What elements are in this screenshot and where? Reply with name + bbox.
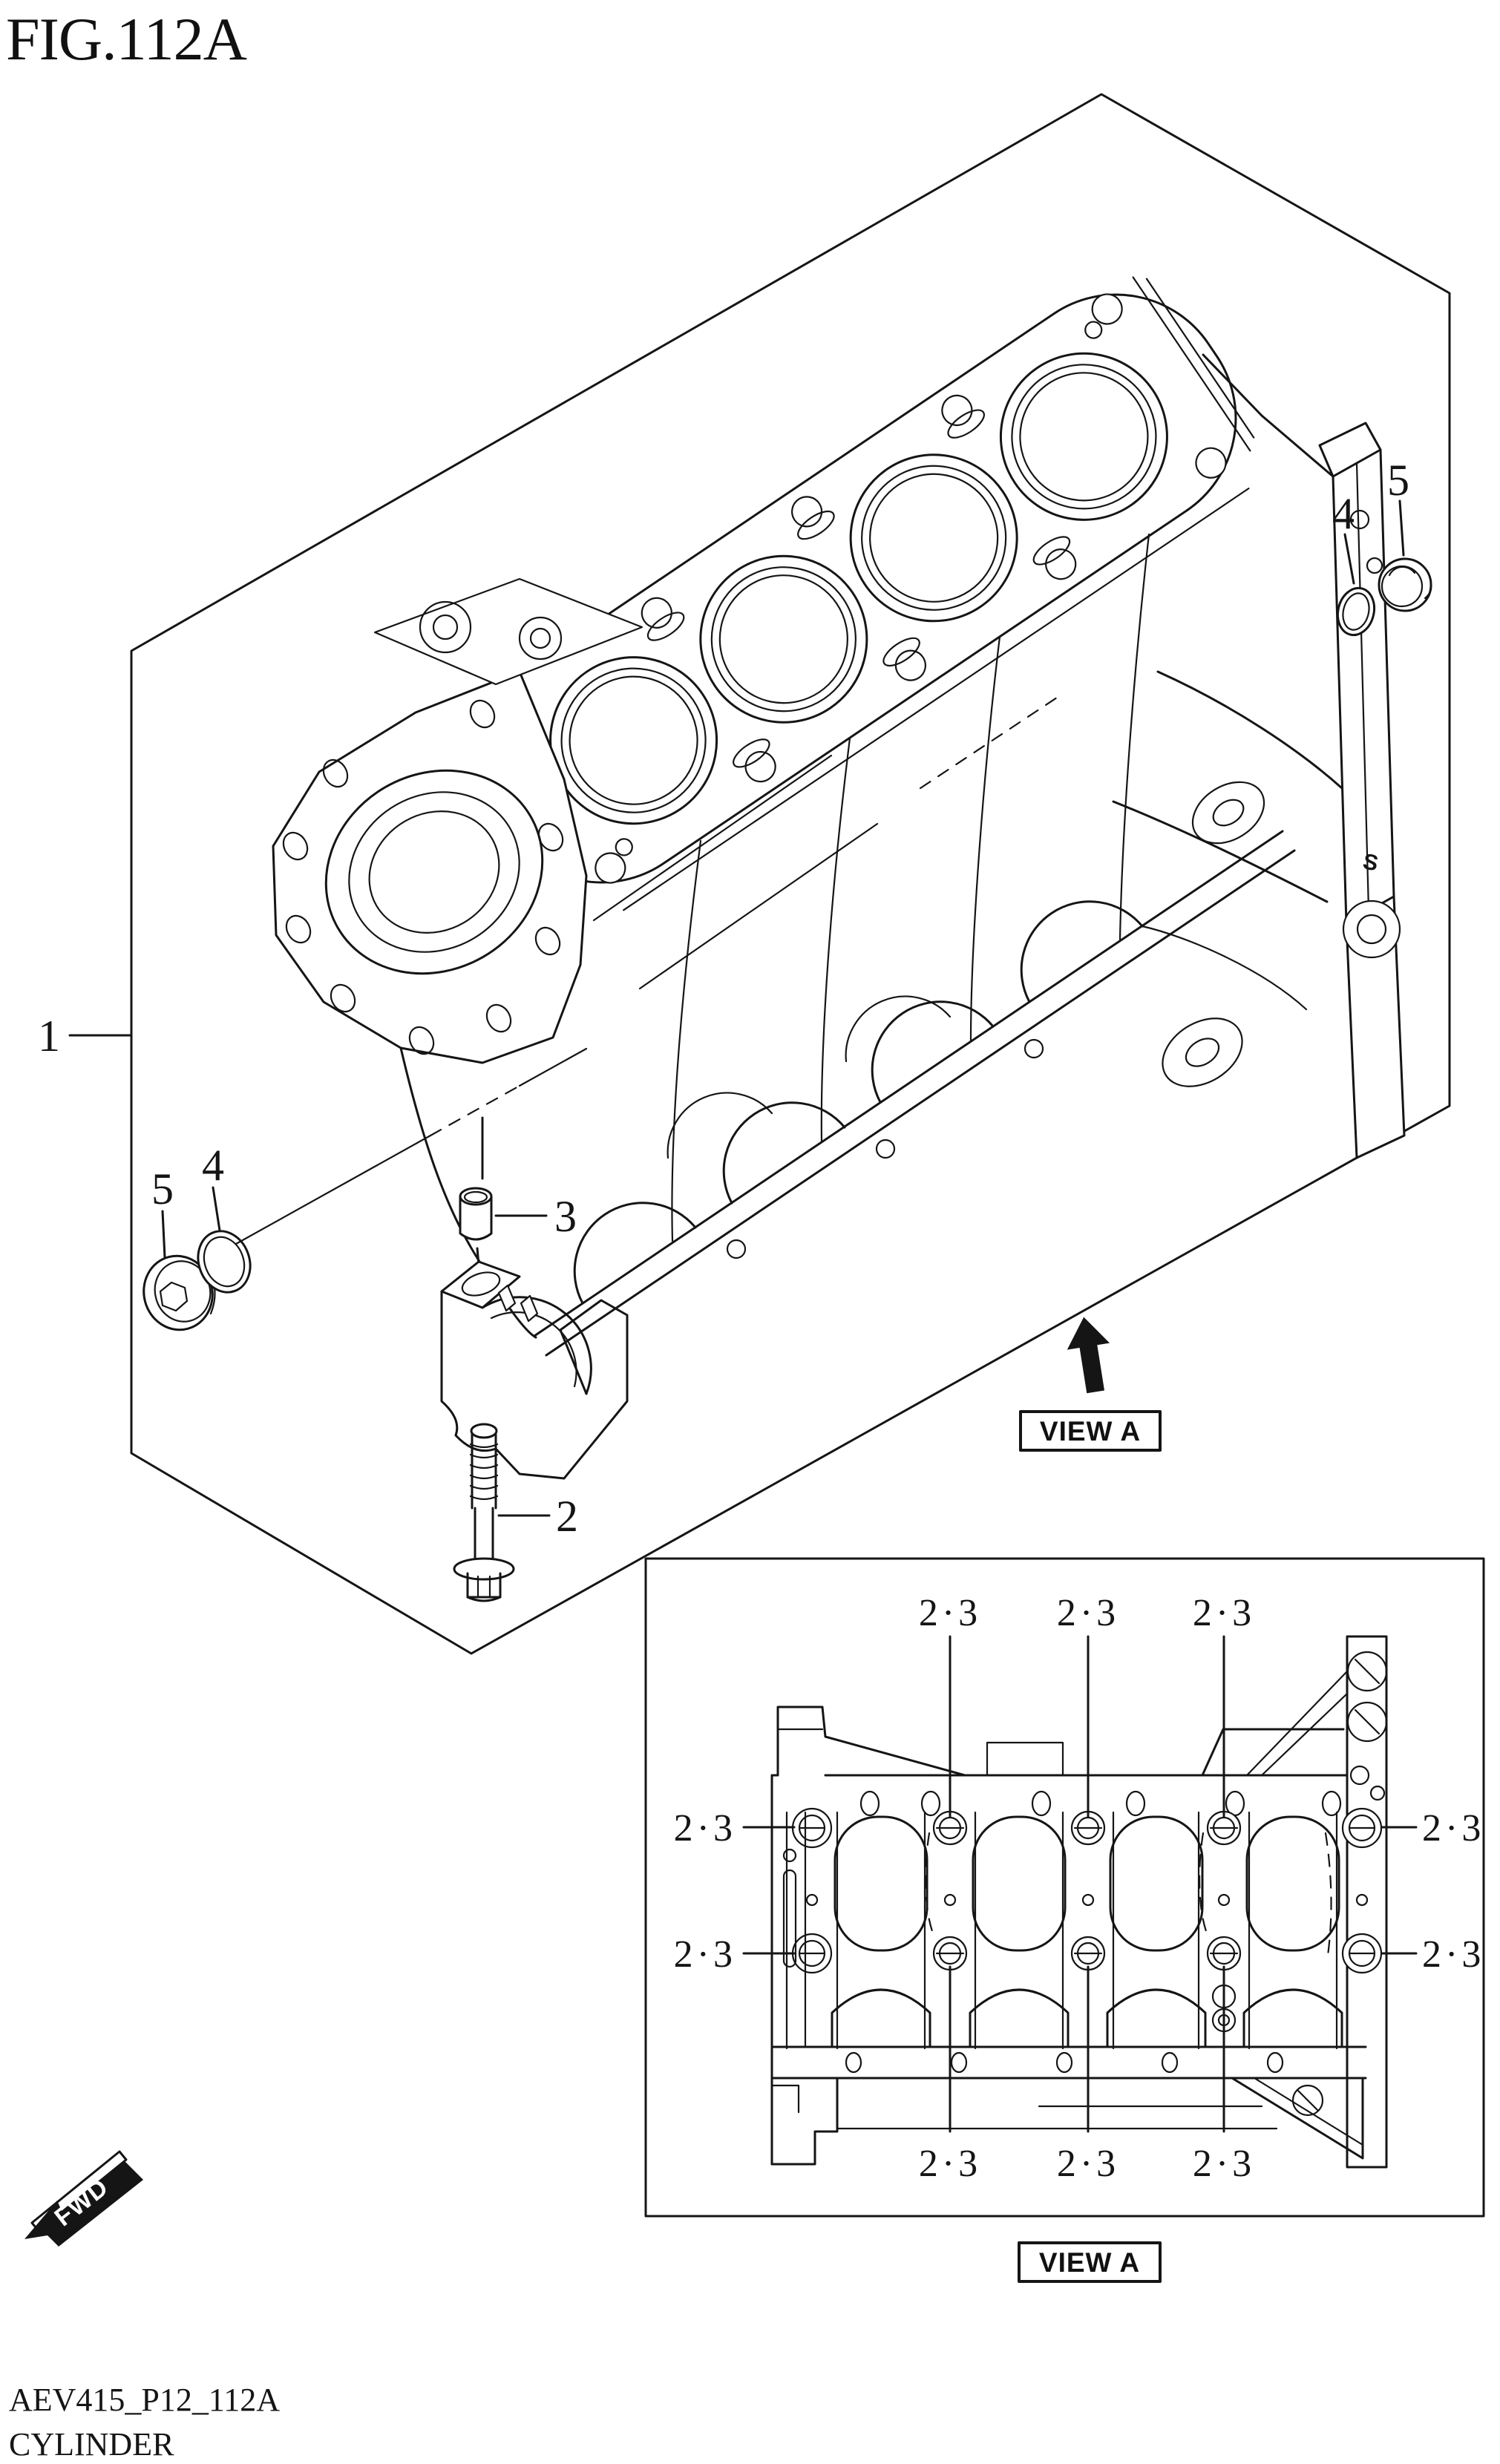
callout-4-right: 4 bbox=[1332, 489, 1355, 585]
callout-3: 3 bbox=[494, 1192, 577, 1241]
callout-5-left: 5 bbox=[151, 1164, 174, 1259]
callout-5-left-label: 5 bbox=[151, 1164, 174, 1213]
bolt-callout-left-1: 2·3 bbox=[674, 1807, 736, 1849]
view-a-label-box-lower: VIEW A bbox=[1018, 2241, 1162, 2283]
footer-part-name: CYLINDER bbox=[9, 2426, 174, 2463]
callout-2-label: 2 bbox=[556, 1492, 578, 1541]
leader-4-5-to-block bbox=[235, 1047, 588, 1245]
view-a-label-box-upper: VIEW A bbox=[1019, 1410, 1162, 1452]
bolt-callout-top-1: 2·3 bbox=[919, 1592, 981, 1634]
view-a-label-lower: VIEW A bbox=[1039, 2247, 1140, 2278]
detail-view: 2·3 2·3 2·3 2·3 2·3 2·3 2·3 2·3 2·3 2·3 bbox=[644, 1557, 1485, 2283]
bolt-callouts: 2·3 2·3 2·3 2·3 2·3 2·3 2·3 2·3 2·3 2·3 bbox=[674, 1592, 1484, 2185]
callout-5-right: 5 bbox=[1387, 456, 1409, 557]
bolt-callout-bottom-1: 2·3 bbox=[919, 2143, 981, 2185]
front-face bbox=[272, 577, 643, 1064]
front-face-bolt-holes bbox=[282, 699, 564, 1055]
bolt-callout-bottom-2: 2·3 bbox=[1057, 2143, 1119, 2185]
figure-title: FIG.112A bbox=[6, 5, 247, 73]
part-3-dowel bbox=[459, 1116, 493, 1275]
right-mount: S bbox=[1112, 353, 1406, 1159]
fwd-icon: FWD bbox=[24, 2150, 143, 2247]
callout-1-label: 1 bbox=[38, 1012, 60, 1061]
main-view: 1 bbox=[38, 93, 1451, 1655]
bearing-bolt-bosses bbox=[785, 1807, 1383, 2050]
crankcase-skirt bbox=[399, 533, 1296, 1357]
view-a-label-upper: VIEW A bbox=[1040, 1416, 1141, 1446]
bolt-callout-right-1: 2·3 bbox=[1422, 1807, 1484, 1849]
footer-code: AEV415_P12_112A bbox=[9, 2382, 280, 2418]
bolt-callout-top-3: 2·3 bbox=[1193, 1592, 1255, 1634]
callout-4-left: 4 bbox=[202, 1141, 224, 1232]
part-4-oring-left bbox=[197, 1230, 252, 1294]
callout-5-right-label: 5 bbox=[1387, 456, 1409, 505]
callout-3-label: 3 bbox=[554, 1192, 577, 1241]
bolt-callout-right-2: 2·3 bbox=[1422, 1933, 1484, 1976]
callout-4-right-label: 4 bbox=[1332, 489, 1355, 538]
callout-4-left-label: 4 bbox=[202, 1141, 224, 1190]
callout-2: 2 bbox=[497, 1492, 578, 1541]
view-a-arrow-icon bbox=[1067, 1317, 1110, 1394]
bolt-callout-left-2: 2·3 bbox=[674, 1933, 736, 1976]
part-2-bolt bbox=[453, 1423, 515, 1602]
part-4-oring-right bbox=[1336, 586, 1376, 637]
part-5-plug-right bbox=[1378, 557, 1432, 612]
detail-view-frame bbox=[644, 1557, 1485, 2218]
bolt-callout-top-2: 2·3 bbox=[1057, 1592, 1119, 1634]
bolt-callout-bottom-3: 2·3 bbox=[1193, 2143, 1255, 2185]
cylinder-bores bbox=[549, 352, 1168, 825]
engine-block: S bbox=[272, 276, 1406, 1357]
callout-1: 1 bbox=[38, 1012, 133, 1061]
coolant-passages bbox=[615, 321, 1103, 856]
diagram-border bbox=[130, 93, 1451, 1655]
bearing-cap bbox=[440, 1260, 629, 1480]
footer: AEV415_P12_112A CYLINDER bbox=[9, 2382, 280, 2463]
detail-block-side-view bbox=[770, 1635, 1388, 2169]
